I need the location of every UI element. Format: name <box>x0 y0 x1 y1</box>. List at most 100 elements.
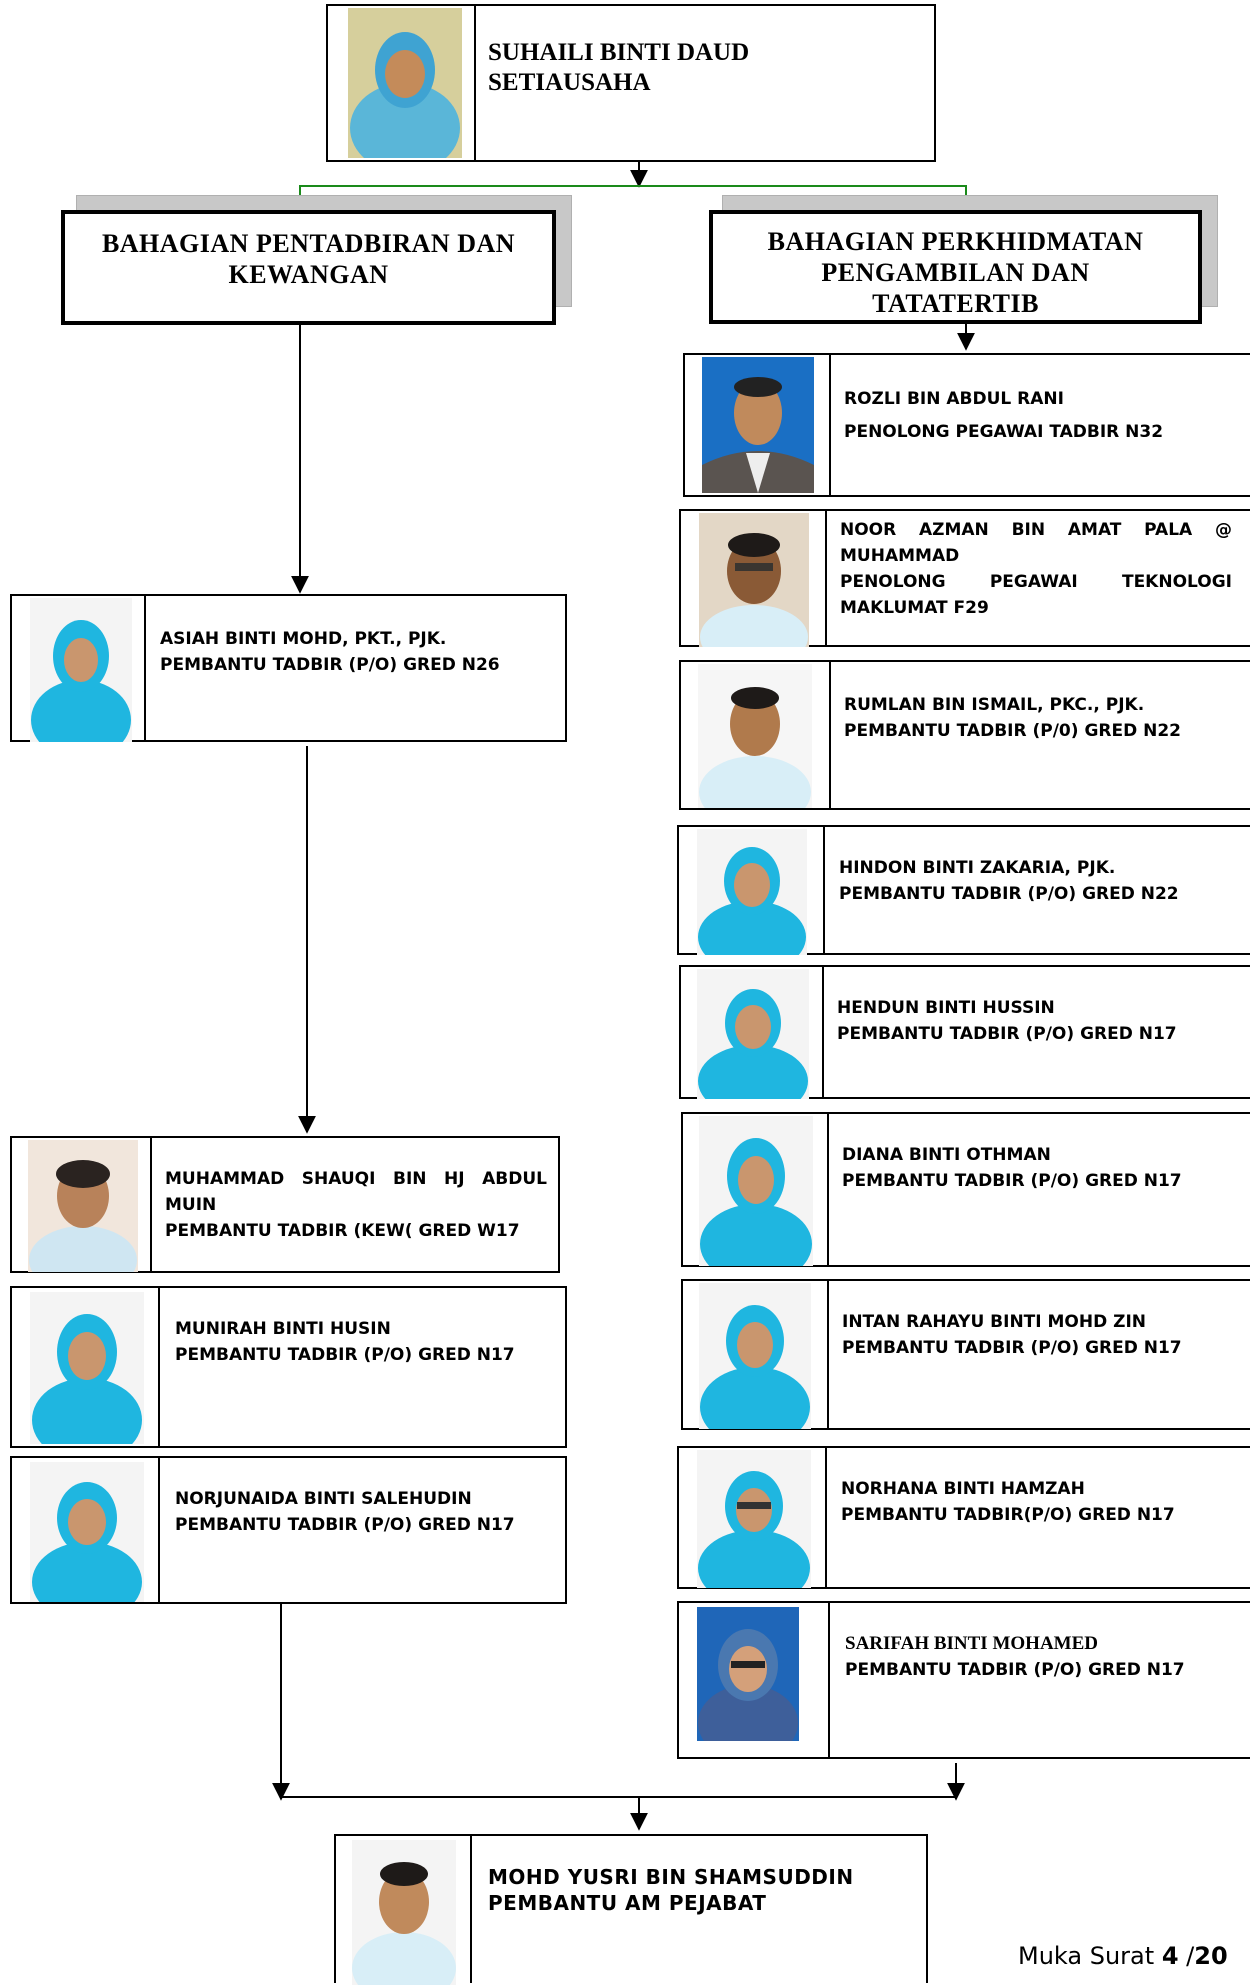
staff-text: NORHANA BINTI HAMZAH PEMBANTU TADBIR(P/O… <box>841 1476 1175 1528</box>
staff-photo <box>30 598 132 742</box>
staff-card: NORJUNAIDA BINTI SALEHUDIN PEMBANTU TADB… <box>10 1456 567 1604</box>
staff-title: PEMBANTU TADBIR (P/O) GRED N22 <box>839 884 1179 904</box>
staff-photo <box>699 1283 811 1429</box>
staff-photo <box>702 357 814 493</box>
staff-title: PEMBANTU TADBIR (P/O) GRED N17 <box>842 1338 1182 1358</box>
staff-title: PEMBANTU TADBIR(P/O) GRED N17 <box>841 1505 1175 1525</box>
head-name: SUHAILI BINTI DAUD <box>488 39 750 66</box>
staff-card: HINDON BINTI ZAKARIA, PJK. PEMBANTU TADB… <box>677 825 1250 955</box>
page-separator: / <box>1186 1942 1195 1970</box>
staff-title: PEMBANTU TADBIR (P/O) GRED N17 <box>842 1171 1182 1191</box>
staff-photo <box>697 1607 799 1741</box>
staff-name: SARIFAH BINTI MOHAMED <box>845 1633 1098 1654</box>
staff-name: INTAN RAHAYU BINTI MOHD ZIN <box>842 1312 1147 1332</box>
staff-title: PEMBANTU TADBIR (KEW( GRED W17 <box>165 1221 520 1241</box>
staff-text: NORJUNAIDA BINTI SALEHUDIN PEMBANTU TADB… <box>175 1486 515 1538</box>
staff-text: RUMLAN BIN ISMAIL, PKC., PJK. PEMBANTU T… <box>844 692 1181 744</box>
staff-card: RUMLAN BIN ISMAIL, PKC., PJK. PEMBANTU T… <box>679 660 1250 810</box>
head-photo <box>348 8 462 158</box>
staff-card: NOOR AZMAN BIN AMAT PALA @ MUHAMMAD PENO… <box>679 509 1250 647</box>
staff-title: PEMBANTU AM PEJABAT <box>488 1891 767 1915</box>
staff-name-line-2: MUIN <box>165 1195 217 1215</box>
staff-title: PEMBANTU TADBIR (P/O) GRED N17 <box>175 1345 515 1365</box>
staff-card: ASIAH BINTI MOHD, PKT., PJK. PEMBANTU TA… <box>10 594 567 742</box>
staff-title: PEMBANTU TADBIR (P/O) GRED N17 <box>845 1660 1185 1680</box>
division-right-line-1: BAHAGIAN PERKHIDMATAN <box>767 227 1144 256</box>
photo-frame <box>681 511 827 647</box>
staff-card: DIANA BINTI OTHMAN PEMBANTU TADBIR (P/O)… <box>681 1112 1250 1267</box>
photo-frame <box>679 827 825 955</box>
photo-frame <box>681 662 831 808</box>
staff-text: MUNIRAH BINTI HUSIN PEMBANTU TADBIR (P/O… <box>175 1316 515 1368</box>
staff-title: PENOLONG PEGAWAI TADBIR N32 <box>844 422 1164 442</box>
head-box: SUHAILI BINTI DAUD SETIAUSAHA <box>326 4 936 162</box>
staff-title: PEMBANTU TADBIR (P/O) GRED N17 <box>175 1515 515 1535</box>
photo-frame <box>12 1138 152 1272</box>
staff-photo <box>697 969 809 1099</box>
staff-name: DIANA BINTI OTHMAN <box>842 1145 1051 1165</box>
division-left-line-2: KEWANGAN <box>228 260 389 289</box>
photo-frame <box>679 1603 830 1757</box>
photo-frame <box>681 967 824 1099</box>
photo-frame <box>12 1288 160 1446</box>
staff-name: MUNIRAH BINTI HUSIN <box>175 1319 391 1339</box>
staff-name: HENDUN BINTI HUSSIN <box>837 998 1055 1018</box>
staff-text: NOOR AZMAN BIN AMAT PALA @ MUHAMMAD PENO… <box>840 517 1232 621</box>
staff-name: NORHANA BINTI HAMZAH <box>841 1479 1085 1499</box>
staff-text: MUHAMMAD SHAUQI BIN HJ ABDUL MUIN PEMBAN… <box>165 1166 547 1244</box>
head-text: SUHAILI BINTI DAUD SETIAUSAHA <box>488 38 749 98</box>
staff-title: PEMBANTU TADBIR (P/O) GRED N26 <box>160 655 500 675</box>
photo-frame <box>12 1458 160 1602</box>
staff-title-line-1: PENOLONG PEGAWAI TEKNOLOGI <box>840 572 1232 592</box>
photo-frame <box>683 1281 829 1429</box>
staff-text: DIANA BINTI OTHMAN PEMBANTU TADBIR (P/O)… <box>842 1142 1182 1194</box>
staff-card: HENDUN BINTI HUSSIN PEMBANTU TADBIR (P/O… <box>679 965 1250 1099</box>
staff-card: SARIFAH BINTI MOHAMED PEMBANTU TADBIR (P… <box>677 1601 1250 1759</box>
photo-frame <box>679 1448 827 1588</box>
staff-card: INTAN RAHAYU BINTI MOHD ZIN PEMBANTU TAD… <box>681 1279 1250 1430</box>
staff-text: HINDON BINTI ZAKARIA, PJK. PEMBANTU TADB… <box>839 855 1179 907</box>
staff-name-line-2: MUHAMMAD <box>840 546 960 566</box>
division-right: BAHAGIAN PERKHIDMATAN PENGAMBILAN DAN TA… <box>709 210 1202 324</box>
staff-name-line-1: NOOR AZMAN BIN AMAT PALA @ <box>840 520 1232 540</box>
head-title: SETIAUSAHA <box>488 69 651 96</box>
staff-name: ASIAH BINTI MOHD, PKT., PJK. <box>160 629 447 649</box>
staff-name: RUMLAN BIN ISMAIL, PKC., PJK. <box>844 695 1145 715</box>
staff-name: NORJUNAIDA BINTI SALEHUDIN <box>175 1489 472 1509</box>
page-total: 20 <box>1194 1942 1228 1970</box>
division-right-line-2: PENGAMBILAN DAN <box>821 258 1090 287</box>
staff-text: HENDUN BINTI HUSSIN PEMBANTU TADBIR (P/O… <box>837 995 1177 1047</box>
photo-frame <box>328 6 476 160</box>
staff-text: SARIFAH BINTI MOHAMED PEMBANTU TADBIR (P… <box>845 1631 1185 1683</box>
staff-card: NORHANA BINTI HAMZAH PEMBANTU TADBIR(P/O… <box>677 1446 1250 1589</box>
staff-photo <box>30 1462 144 1602</box>
staff-name: HINDON BINTI ZAKARIA, PJK. <box>839 858 1116 878</box>
page-current: 4 <box>1161 1942 1179 1970</box>
page-label: Muka Surat <box>1018 1942 1155 1970</box>
staff-photo <box>697 1450 811 1588</box>
staff-photo <box>699 513 809 647</box>
staff-text: MOHD YUSRI BIN SHAMSUDDIN PEMBANTU AM PE… <box>488 1864 854 1916</box>
staff-card: MUNIRAH BINTI HUSIN PEMBANTU TADBIR (P/O… <box>10 1286 567 1448</box>
staff-photo <box>697 829 807 955</box>
staff-card: ROZLI BIN ABDUL RANI PENOLONG PEGAWAI TA… <box>683 353 1250 497</box>
photo-frame <box>12 596 146 742</box>
staff-photo <box>352 1840 456 1985</box>
staff-name: ROZLI BIN ABDUL RANI <box>844 389 1064 409</box>
staff-title-line-2: MAKLUMAT F29 <box>840 598 989 618</box>
photo-frame <box>683 1114 829 1266</box>
staff-card: MUHAMMAD SHAUQI BIN HJ ABDUL MUIN PEMBAN… <box>10 1136 560 1273</box>
staff-photo <box>30 1292 144 1444</box>
staff-name: MOHD YUSRI BIN SHAMSUDDIN <box>488 1865 854 1889</box>
division-right-line-3: TATATERTIB <box>872 289 1039 318</box>
staff-name-line-1: MUHAMMAD SHAUQI BIN HJ ABDUL <box>165 1169 547 1189</box>
division-left-line-1: BAHAGIAN PENTADBIRAN DAN <box>101 229 516 258</box>
page-number: Muka Surat 4 /20 <box>1018 1942 1228 1970</box>
staff-text: INTAN RAHAYU BINTI MOHD ZIN PEMBANTU TAD… <box>842 1309 1182 1361</box>
staff-card-bottom: MOHD YUSRI BIN SHAMSUDDIN PEMBANTU AM PE… <box>334 1834 928 1985</box>
staff-photo <box>699 1116 813 1266</box>
staff-title: PEMBANTU TADBIR (P/0) GRED N22 <box>844 721 1182 741</box>
photo-frame <box>336 1836 472 1985</box>
staff-text: ROZLI BIN ABDUL RANI PENOLONG PEGAWAI TA… <box>844 383 1163 449</box>
division-left: BAHAGIAN PENTADBIRAN DAN KEWANGAN <box>61 210 556 325</box>
